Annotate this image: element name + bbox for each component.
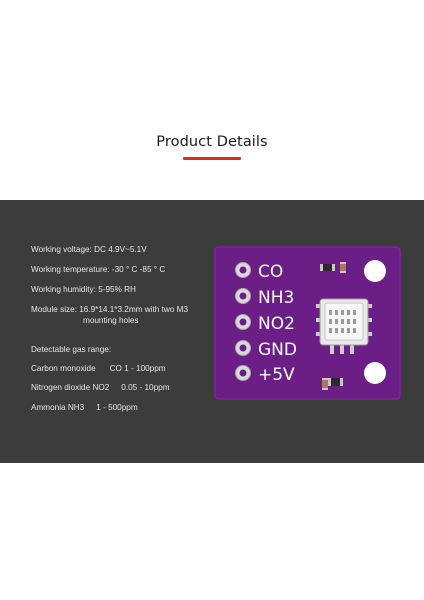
- spec-voltage: Working voltage: DC 4.9V~5.1V: [31, 245, 147, 254]
- title-underline: [183, 157, 241, 160]
- spec-module-size-line1: Module size: 16.9*14.1*3.2mm with two M3: [31, 305, 189, 314]
- gas-name: Ammonia NH3: [31, 403, 85, 412]
- pin-pads: [235, 262, 251, 381]
- footer-section: [0, 463, 424, 600]
- spec-module-size: Module size: 16.9*14.1*3.2mm with two M3…: [31, 304, 188, 326]
- pcb-body: [214, 246, 401, 400]
- gas-sensor-chip: [316, 298, 372, 354]
- mounting-hole: [364, 362, 386, 384]
- pin-label: GND: [258, 340, 297, 360]
- gas-range: 1 - 500ppm: [96, 403, 138, 412]
- spec-gas-heading: Detectable gas range:: [31, 345, 112, 354]
- gas-range: 0.05 - 10ppm: [121, 383, 170, 392]
- gas-range: CO 1 - 100ppm: [109, 364, 166, 373]
- gas-row: Ammonia NH3 1 - 500ppm: [31, 402, 138, 413]
- spec-temperature: Working temperature: -30 ° C -85 ° C: [31, 265, 166, 274]
- smd-components: [320, 262, 346, 390]
- pin-label: NO2: [258, 314, 295, 334]
- page-title: Product Details: [156, 134, 268, 150]
- gas-name: Carbon monoxide: [31, 364, 96, 373]
- gas-row: Nitrogen dioxide NO2 0.05 - 10ppm: [31, 382, 170, 393]
- sensor-board-svg: CO NH3 NO2 GND +5V: [214, 246, 401, 400]
- gas-row: Carbon monoxide CO 1 - 100ppm: [31, 363, 166, 374]
- mounting-hole: [364, 260, 386, 282]
- pin-label: CO: [258, 262, 283, 282]
- sensor-board-image: CO NH3 NO2 GND +5V: [214, 246, 401, 400]
- spec-humidity: Working humidity: 5-95% RH: [31, 285, 136, 294]
- pin-label: +5V: [258, 365, 295, 385]
- gas-name: Nitrogen dioxide NO2: [31, 383, 110, 392]
- spec-module-size-line2: mounting holes: [83, 316, 139, 325]
- pin-label: NH3: [258, 288, 294, 308]
- header-section: Product Details: [0, 0, 424, 200]
